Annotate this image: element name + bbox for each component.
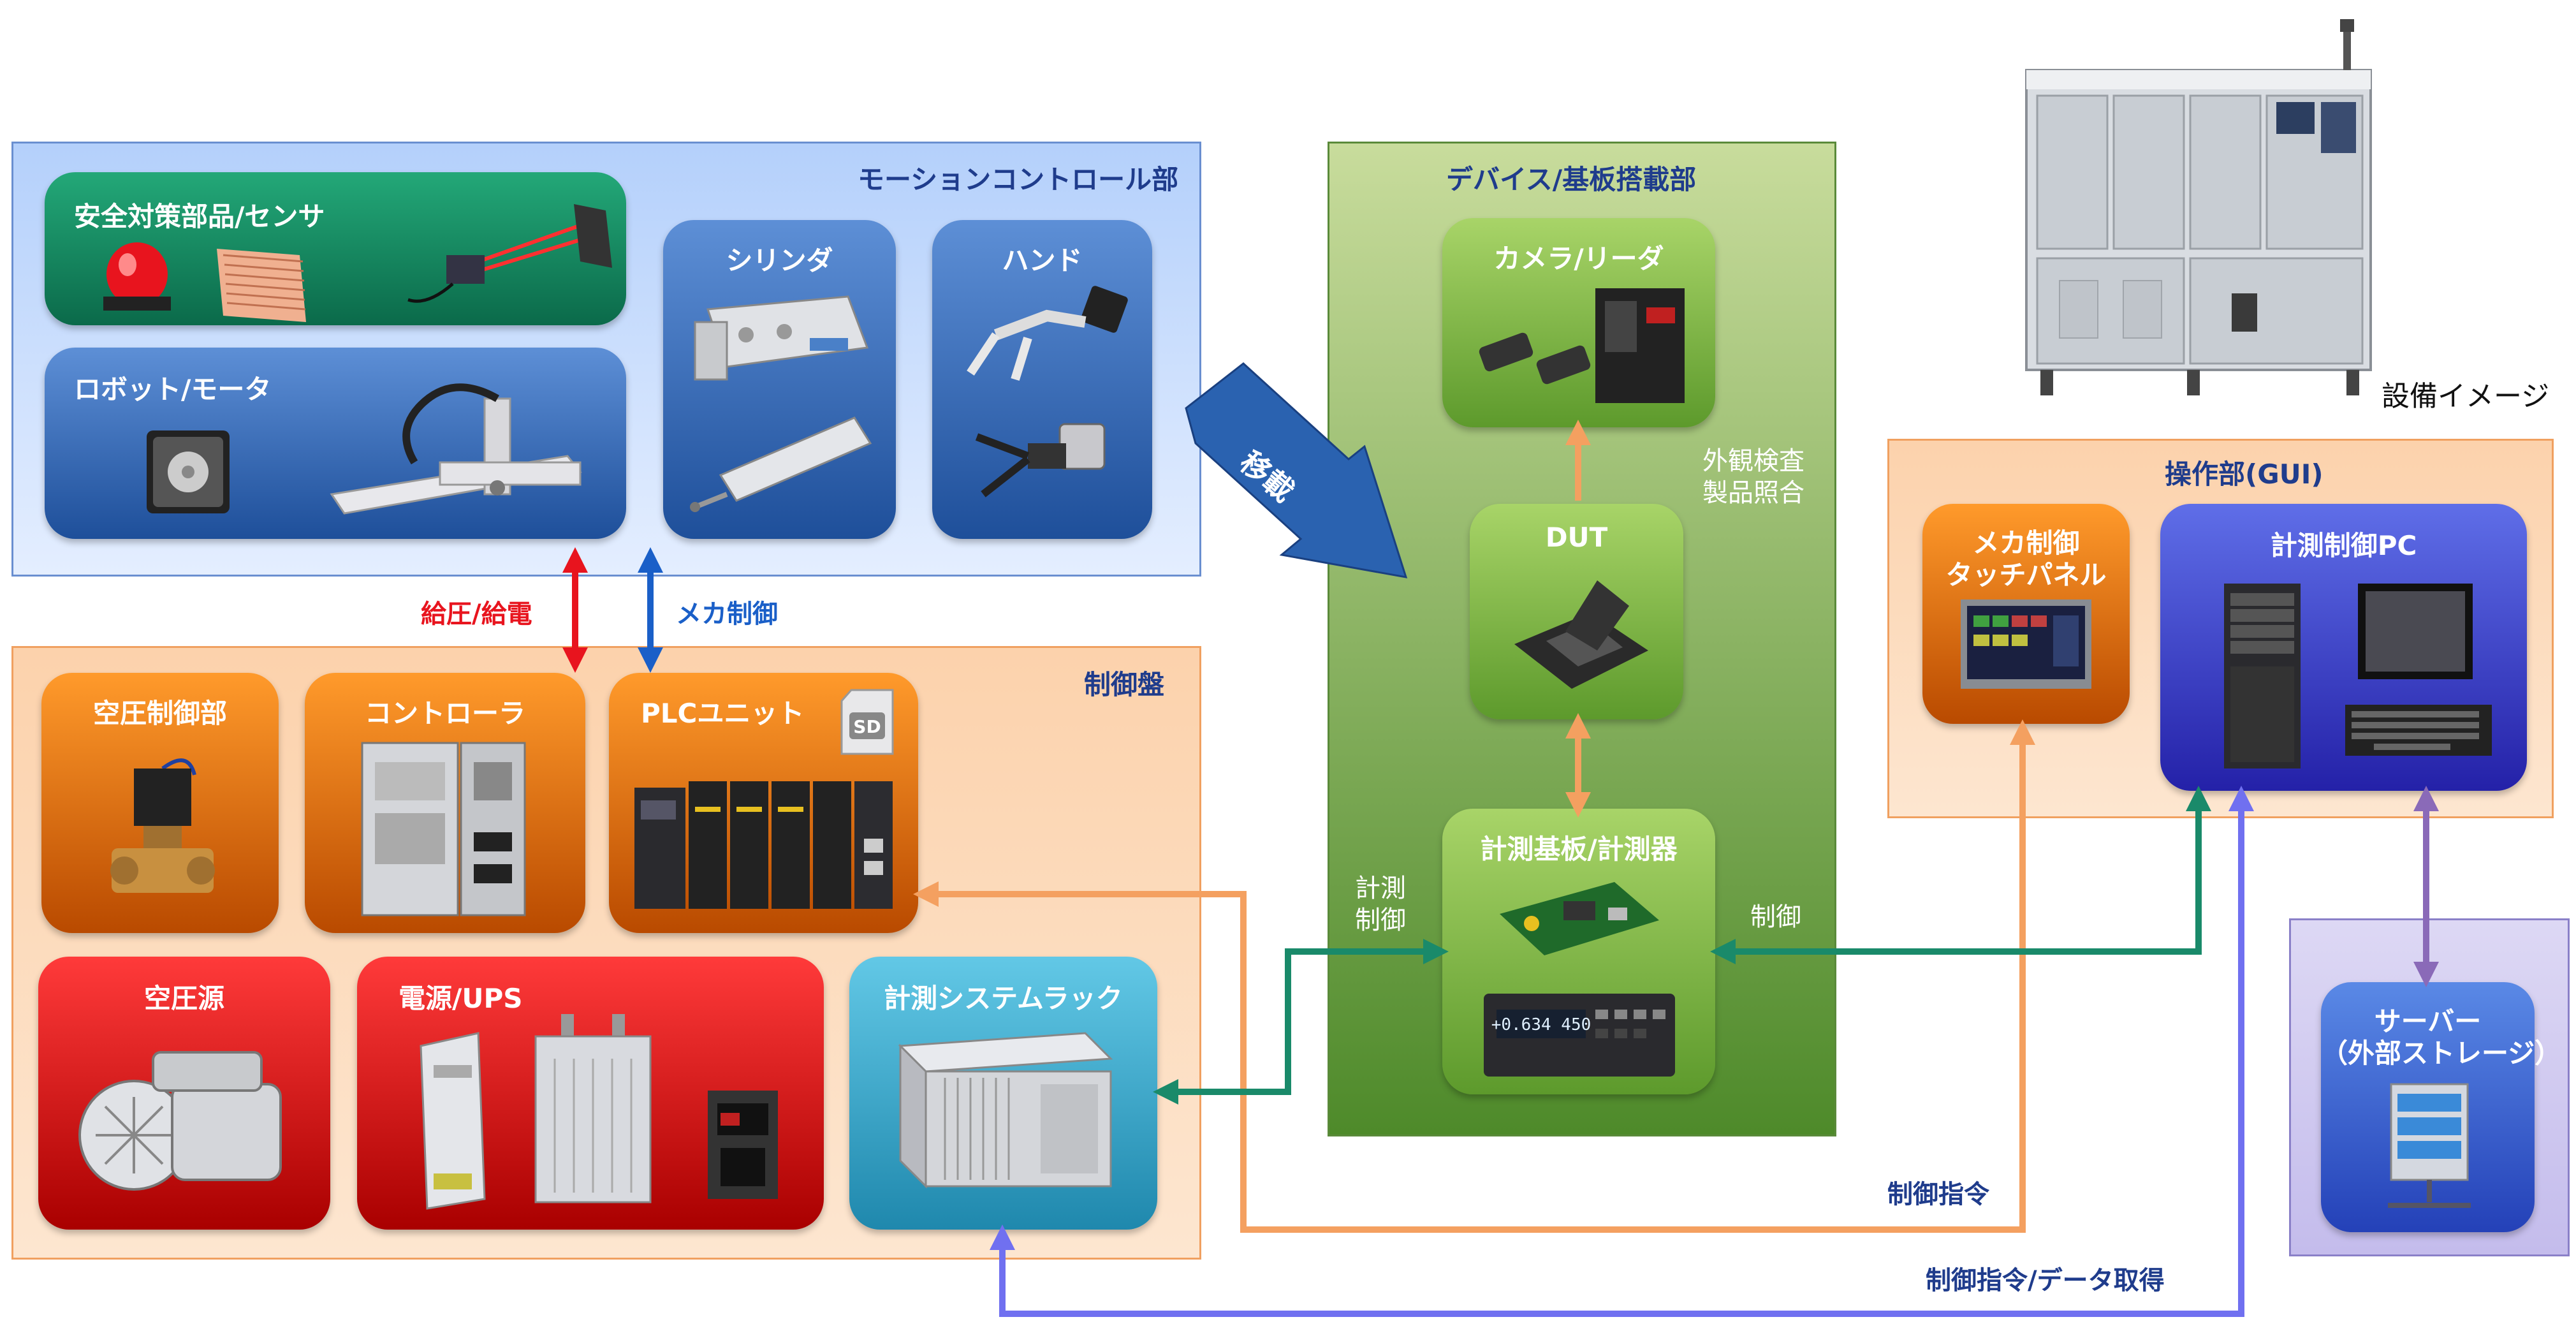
card-air-ctrl-title: 空圧制御部 <box>92 698 227 729</box>
motion-control-title: モーションコントロール部 <box>858 164 1179 195</box>
robot-hand-icon <box>975 423 1106 497</box>
pc-tower-icon <box>2224 584 2301 768</box>
touch-to-plc-arrow <box>913 719 2035 1233</box>
power-inlet-icon <box>708 1091 778 1199</box>
card-dut: DUT <box>1470 504 1683 719</box>
card-robot-title: ロボット/モータ <box>74 374 272 405</box>
warning-light-icon <box>103 242 171 311</box>
card-cylinder-title: シリンダ <box>726 245 833 276</box>
card-air-control: 空圧制御部 <box>41 673 279 933</box>
card-touch-title-2: タッチパネル <box>1945 559 2107 591</box>
rack-board-arrow <box>1153 939 1449 1105</box>
device-title: デバイス/基板搭載部 <box>1446 164 1697 195</box>
ups-unit-icon <box>534 1014 652 1203</box>
monitor-icon <box>2358 584 2473 679</box>
card-pc-title: 計測制御PC <box>2270 530 2417 561</box>
keyboard-icon <box>2345 705 2492 756</box>
guide-cylinder-icon <box>694 295 869 381</box>
card-safety-title: 安全対策部品/センサ <box>74 201 325 232</box>
card-server: サーバー （外部ストレージ） <box>2321 982 2562 1232</box>
pc-rack-arrow <box>990 786 2254 1317</box>
board-pc-arrow <box>1710 786 2211 964</box>
sd-card-icon: SD <box>840 689 894 755</box>
card-server-title-1: サーバー <box>2374 1006 2482 1037</box>
card-touch-title-1: メカ制御 <box>1972 527 2080 559</box>
command-data-label: 制御指令/データ取得 <box>1926 1266 2165 1295</box>
card-controller: コントローラ <box>305 673 585 933</box>
card-camera-title: カメラ/リーダ <box>1493 243 1664 274</box>
card-robot-motor: ロボット/モータ <box>45 348 626 539</box>
card-air-source: 空圧源 <box>38 957 330 1230</box>
supply-label: 給圧/給電 <box>421 599 532 629</box>
touch-panel-icon <box>1961 599 2091 689</box>
card-touch-panel: メカ制御 タッチパネル <box>1922 504 2130 724</box>
card-hand: ハンド <box>932 220 1152 539</box>
inspect-label-1: 外観検査 <box>1702 446 1804 476</box>
card-safety-sensor: 安全対策部品/センサ <box>45 172 626 325</box>
card-controller-title: コントローラ <box>364 698 525 729</box>
mech-control-label: メカ制御 <box>676 599 778 629</box>
plc-modules-icon <box>634 781 893 909</box>
server-icon <box>2388 1083 2471 1208</box>
power-supply-icon <box>420 1032 486 1210</box>
gripper-icon <box>967 286 1128 381</box>
sd-card-text: SD <box>853 716 881 737</box>
air-cylinder-icon <box>690 416 872 512</box>
command-label: 制御指令 <box>1887 1180 1989 1209</box>
card-air-source-title: 空圧源 <box>143 983 224 1014</box>
robot-controller-icon <box>361 742 526 916</box>
card-power-title: 電源/UPS <box>399 983 523 1014</box>
card-server-title-2: （外部ストレージ） <box>2321 1038 2562 1069</box>
photoelectric-sensor-icon <box>407 204 612 303</box>
solenoid-valve-icon <box>110 758 215 893</box>
equipment-label: 設備イメージ <box>2382 380 2550 413</box>
card-measurement-pc: 計測制御PC <box>2160 504 2527 791</box>
card-power-ups: 電源/UPS <box>357 957 824 1230</box>
ops-title: 操作部(GUI) <box>2165 459 2324 490</box>
camera-icon <box>1479 288 1685 403</box>
card-cylinder: シリンダ <box>663 220 896 539</box>
control-panel-title: 制御盤 <box>1084 669 1165 700</box>
air-compressor-icon <box>78 1051 282 1191</box>
equipment-image <box>2025 19 2372 395</box>
light-curtain-icon <box>217 249 306 322</box>
card-dut-title: DUT <box>1545 522 1608 553</box>
stepping-motor-icon <box>147 430 230 513</box>
card-camera-reader: カメラ/リーダ <box>1442 218 1715 427</box>
card-plc-title: PLCユニット <box>641 698 805 729</box>
card-hand-title: ハンド <box>1002 245 1083 276</box>
ic-socket-icon <box>1514 580 1648 689</box>
inspect-label-2: 製品照合 <box>1702 478 1804 508</box>
move-arrow <box>1185 362 1408 578</box>
robot-arm-icon <box>330 383 582 515</box>
card-plc-unit: PLCユニット SD <box>609 673 918 933</box>
